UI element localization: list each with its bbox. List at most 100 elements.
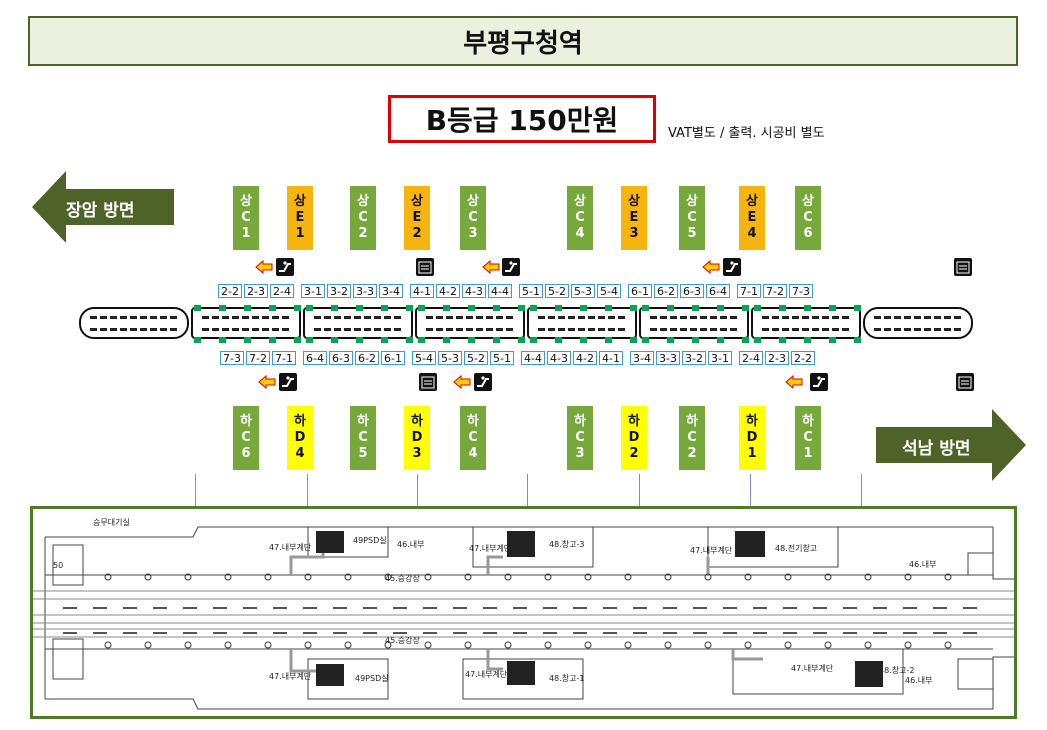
plan-dash — [333, 632, 347, 634]
door-label: 4-3 — [547, 351, 571, 365]
plan-label: 49PSD실 — [355, 674, 389, 683]
train-window — [394, 328, 401, 331]
plan-label: 50 — [53, 561, 64, 570]
train-window — [486, 328, 493, 331]
plan-column — [944, 641, 952, 649]
exit-label-char: 상 — [628, 194, 640, 209]
train-door-marker — [518, 305, 525, 311]
train-window — [782, 328, 789, 331]
plan-dash — [903, 607, 917, 609]
train-window — [762, 328, 769, 331]
plan-dash — [423, 607, 437, 609]
door-label: 6-1 — [381, 351, 405, 365]
escalator-icon — [276, 258, 294, 276]
train-window — [730, 316, 737, 319]
door-label: 3-2 — [682, 351, 706, 365]
train-window — [690, 328, 697, 331]
plan-dash — [213, 632, 227, 634]
train-window — [934, 328, 941, 331]
train-window — [832, 316, 839, 319]
train-door-marker — [642, 305, 649, 311]
plan-dash — [813, 607, 827, 609]
plan-column — [184, 641, 192, 649]
train-window — [558, 316, 565, 319]
plan-dash — [513, 632, 527, 634]
exit-label-char: 1 — [241, 226, 251, 241]
train-window — [212, 316, 219, 319]
plan-column — [744, 573, 752, 581]
plan-label: 49PSD실 — [353, 536, 387, 545]
plan-dash — [573, 607, 587, 609]
train-window — [110, 316, 117, 319]
train-door-marker — [667, 305, 674, 311]
exit-label-char: D — [411, 430, 423, 445]
train-window — [466, 316, 473, 319]
train-door-marker — [244, 305, 251, 311]
exit-label-char: E — [747, 210, 757, 225]
train-window — [618, 328, 625, 331]
plan-column — [624, 641, 632, 649]
train-door-marker — [692, 337, 699, 343]
plan-dash — [453, 632, 467, 634]
train-window — [700, 328, 707, 331]
floor-plan: 승무대기실 47.내부계단 49PSD실 46.내부 45.승강장 47.내부계… — [30, 506, 1017, 719]
plan-label: 46.내부 — [397, 540, 425, 549]
plan-label: 48.창고-3 — [549, 540, 585, 549]
plan-dash — [963, 632, 977, 634]
train-door-marker — [306, 337, 313, 343]
door-label: 3-4 — [630, 351, 654, 365]
exit-label-char: 1 — [295, 226, 305, 241]
train-door-marker — [667, 337, 674, 343]
exit-label-char: 상 — [574, 194, 586, 209]
train-door-marker — [269, 305, 276, 311]
door-label: 5-2 — [464, 351, 488, 365]
plan-label: 47.내부계단 — [690, 546, 733, 555]
plan-column — [464, 641, 472, 649]
door-label: 5-1 — [519, 284, 543, 298]
train-door-marker — [468, 337, 475, 343]
train-window — [874, 316, 881, 319]
exit-label-char: C — [687, 430, 697, 445]
train-window — [588, 316, 595, 319]
train-window — [466, 328, 473, 331]
plan-dash — [63, 607, 77, 609]
train-door-marker — [244, 337, 251, 343]
door-label: 6-3 — [329, 351, 353, 365]
elevator-icon — [416, 258, 434, 276]
train-door-marker — [804, 337, 811, 343]
train-window — [782, 316, 789, 319]
train-window — [568, 328, 575, 331]
plan-column — [504, 641, 512, 649]
plan-label: 48.창고-1 — [549, 674, 585, 683]
door-label: 2-3 — [765, 351, 789, 365]
escalator-icon — [279, 373, 297, 391]
train-window — [354, 328, 361, 331]
train-car — [79, 307, 189, 339]
train-window — [924, 316, 931, 319]
door-label: 3-4 — [379, 284, 403, 298]
train-car — [863, 307, 973, 339]
door-label: 6-2 — [654, 284, 678, 298]
train-window — [456, 328, 463, 331]
train-window — [202, 328, 209, 331]
train-window — [894, 328, 901, 331]
plan-column — [544, 641, 552, 649]
train-window — [170, 316, 177, 319]
train-window — [772, 316, 779, 319]
escalator-icon — [723, 258, 741, 276]
train-window — [934, 316, 941, 319]
train-car — [751, 307, 861, 339]
exit-label-char: 3 — [468, 226, 478, 241]
plan-dash — [693, 607, 707, 609]
train-door-marker — [381, 305, 388, 311]
plan-label: 47.내부계단 — [469, 544, 512, 553]
train-window — [222, 316, 229, 319]
train-window — [802, 316, 809, 319]
train-car — [415, 307, 525, 339]
train-door-marker — [331, 337, 338, 343]
plan-dash — [363, 607, 377, 609]
train-window — [212, 328, 219, 331]
